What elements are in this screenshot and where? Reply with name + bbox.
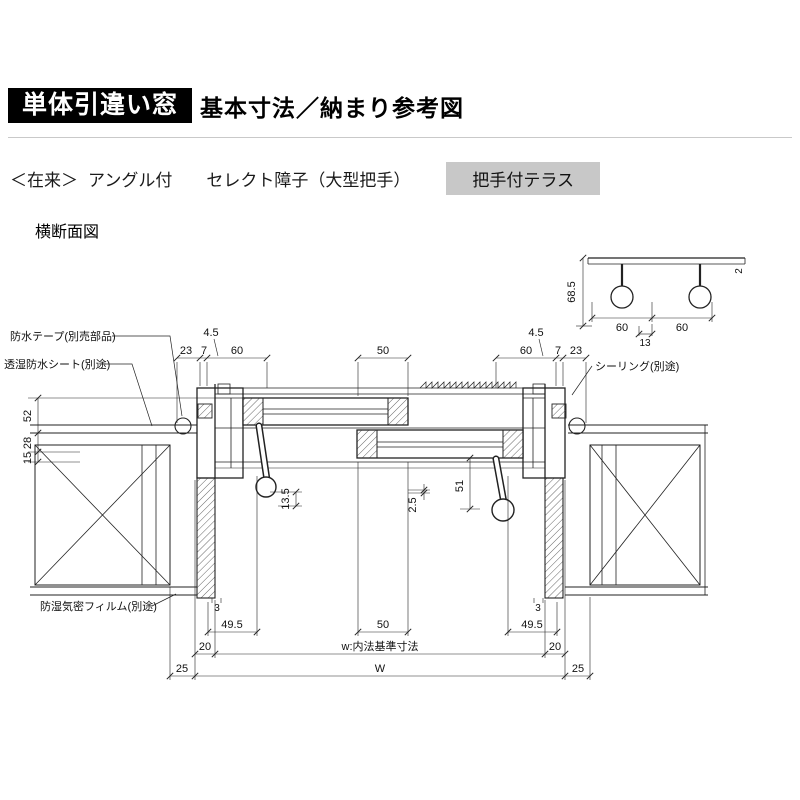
- dim-top-60-left: 60: [231, 345, 243, 357]
- dim-left-15: 15: [22, 452, 34, 464]
- callout-breathable-sheet: 透湿防水シート(別途): [4, 357, 110, 371]
- dim-top-50: 50: [377, 345, 389, 357]
- dim-bottom-20-right: 20: [549, 641, 561, 653]
- spec-angle-option: アングル付: [88, 171, 173, 190]
- dim-mid-13-5: 13.5: [280, 488, 292, 509]
- top-dims: [173, 338, 590, 423]
- dim-left-52: 52: [22, 410, 34, 422]
- dim-top-7-right: 7: [555, 345, 561, 357]
- spec-highlight-terrace: 把手付テラス: [446, 162, 600, 195]
- inner-handle-knob: [491, 498, 515, 522]
- screen-mesh: [419, 381, 517, 389]
- wall-left: [30, 424, 197, 596]
- spec-row: ＜在来＞ アングル付 セレクト障子（大型把手） 把手付テラス: [10, 162, 600, 195]
- dim-top-4-5-right: 4.5: [528, 327, 543, 339]
- dim-left-28: 28: [22, 437, 34, 449]
- detail-dim-60-left: 60: [616, 322, 628, 334]
- dim-mid-51: 51: [454, 480, 466, 492]
- dim-top-4-5-left: 4.5: [203, 327, 218, 339]
- detail-dim-68-5: 68.5: [566, 281, 578, 302]
- dim-bottom-50: 50: [377, 619, 389, 631]
- header-divider: [8, 137, 792, 138]
- left-dims: [28, 394, 215, 466]
- section-view-label: 横断面図: [35, 224, 100, 241]
- wall-right: [565, 424, 708, 596]
- detail-dim-13: 13: [639, 338, 651, 349]
- callout-waterproof-tape: 防水テープ(別売部品): [10, 329, 116, 343]
- handle-detail: [576, 254, 746, 338]
- dim-top-60-right: 60: [520, 345, 532, 357]
- dim-bottom-20-left: 20: [199, 641, 211, 653]
- dim-bottom-49-5-left: 49.5: [221, 619, 242, 631]
- dim-mid-2-5: 2.5: [407, 497, 419, 512]
- dim-top-7-left: 7: [201, 345, 207, 357]
- dim-bottom-49-5-right: 49.5: [521, 619, 542, 631]
- dim-bottom-25-left: 25: [176, 663, 188, 675]
- callout-vapor-film: 防湿気密フィルム(別途): [40, 599, 157, 613]
- post-left: [196, 477, 216, 599]
- sash-outer: [242, 397, 409, 498]
- post-right: [544, 477, 564, 599]
- dim-top-23-right: 23: [570, 345, 582, 357]
- dim-bottom-w-naihou: w:内法基準寸法: [341, 639, 419, 653]
- dim-bottom-25-right: 25: [572, 663, 584, 675]
- dim-bottom-W: W: [375, 663, 386, 675]
- callout-sealing: シーリング(別途): [595, 359, 679, 373]
- window-frame: [174, 381, 586, 479]
- sash-inner: [356, 429, 524, 522]
- outer-handle-knob: [255, 476, 277, 498]
- spec-series: ＜在来＞: [10, 171, 78, 190]
- dim-bottom-3-left: 3: [214, 603, 220, 614]
- detail-dim-60-right: 60: [676, 322, 688, 334]
- spec-shoji-option: セレクト障子（大型把手）: [206, 171, 411, 190]
- mid-dims: [270, 454, 480, 513]
- bottom-dims: [166, 462, 594, 680]
- dim-bottom-3-right: 3: [535, 603, 541, 614]
- header: 単体引違い窓 基本寸法／納まり参考図: [8, 88, 464, 123]
- page-subtitle: 基本寸法／納まり参考図: [200, 94, 465, 121]
- detail-dim-2: 2: [734, 268, 745, 274]
- cross-section-drawing: 68.5 60 60 13 2: [4, 254, 746, 680]
- dim-top-23-left: 23: [180, 345, 192, 357]
- page-title: 単体引違い窓: [8, 88, 193, 123]
- callout-leaders: [100, 335, 593, 607]
